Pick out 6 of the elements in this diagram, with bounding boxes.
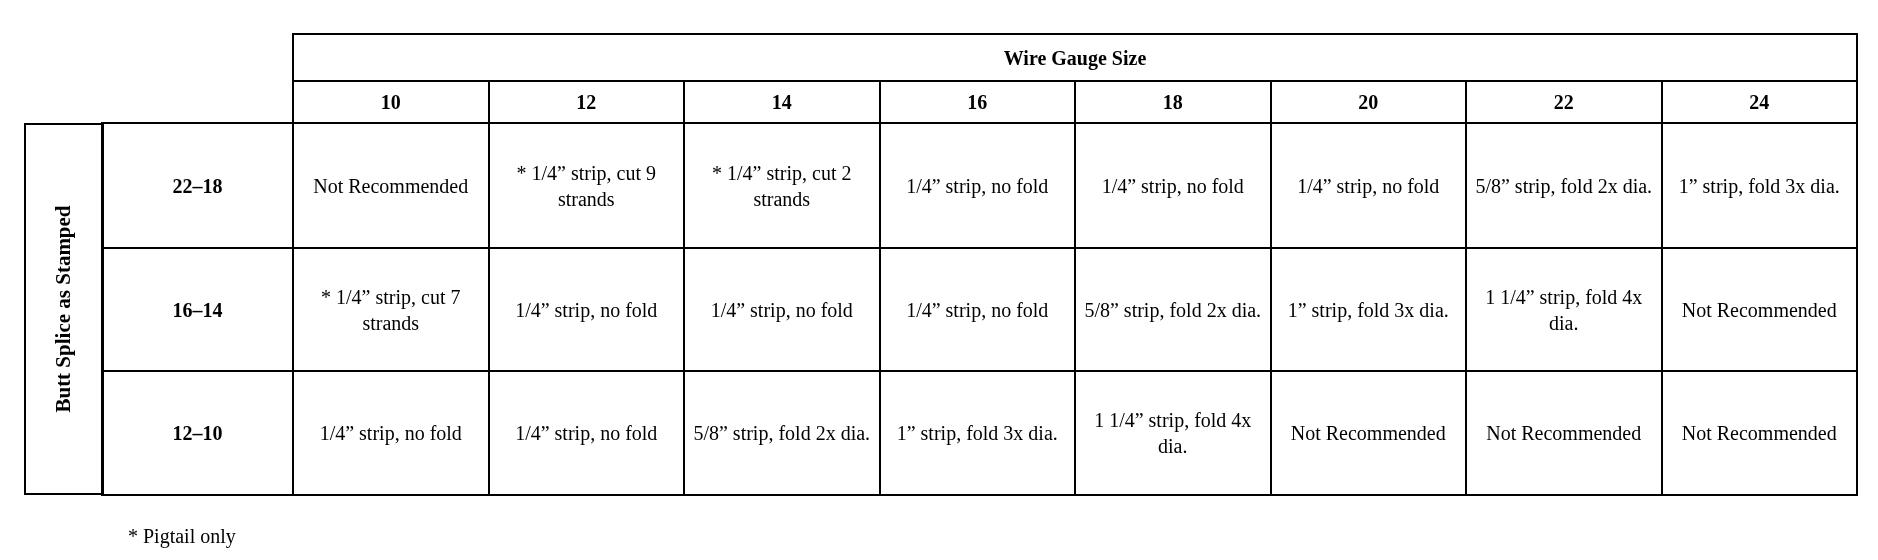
table-cell: Not Recommended (1660, 370, 1858, 496)
row-group-header: Butt Splice as Stamped (50, 205, 76, 413)
row-header: 22–18 (101, 122, 294, 249)
column-group-header: Wire Gauge Size (292, 33, 1858, 82)
row-header: 12–10 (101, 370, 294, 496)
footnote: * Pigtail only (128, 525, 236, 548)
